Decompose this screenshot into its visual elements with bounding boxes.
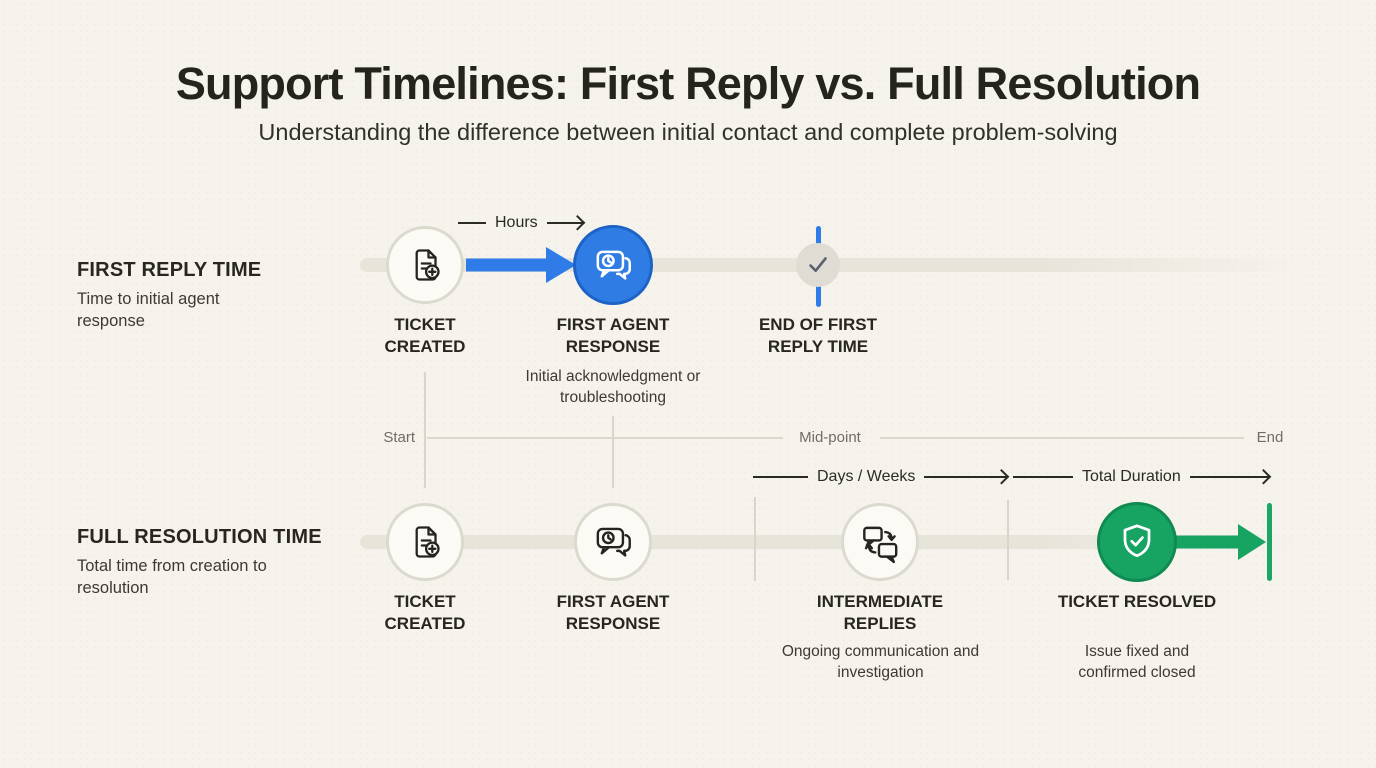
green-arrow-icon [1176,524,1266,560]
ticket-created-label: TICKET CREATED [384,592,466,634]
first-agent-response-label: FIRST AGENT RESPONSE [556,592,670,634]
full-resolution-time-description: Total time from creation to resolution [77,557,267,598]
dash-line [753,476,808,478]
total-duration-tick-line [1007,500,1009,580]
first-agent-response-node [573,225,653,305]
page-title: Support Timelines: First Reply vs. Full … [175,58,1201,109]
ticket-created-icon [403,243,447,287]
replies-exchange-icon [857,519,903,565]
dash-line [458,222,486,224]
intermediate-replies-node [841,503,919,581]
axis-line-left [427,437,783,439]
axis-start-label: Start [383,429,415,446]
days-weeks-duration-label: Days / Weeks [753,468,1008,486]
first-reply-time-description: Time to initial agent response [77,290,220,331]
page-subtitle: Understanding the difference between ini… [258,119,1118,145]
connector-line-first-response [612,416,614,488]
ticket-created-label: TICKET CREATED [384,315,466,357]
right-arrow-icon [924,476,1008,478]
first-agent-response-node [574,503,652,581]
first-agent-response-sublabel: Initial acknowledgment or troubleshootin… [525,368,701,406]
right-arrow-icon [1189,476,1270,478]
end-of-first-reply-marker [796,243,840,287]
intermediate-replies-label: INTERMEDIATE REPLIES [816,592,944,634]
ticket-resolved-node [1097,502,1177,582]
first-agent-response-label: FIRST AGENT RESPONSE [556,315,670,357]
end-of-first-reply-label: END OF FIRST REPLY TIME [758,315,878,357]
shield-check-icon [1114,519,1160,565]
days-weeks-duration-text: Days / Weeks [817,468,916,485]
dash-line [1013,476,1073,478]
intermediate-replies-sublabel: Ongoing communication and investigation [781,643,980,681]
axis-midpoint-label: Mid-point [799,429,861,446]
total-duration-text: Total Duration [1082,468,1181,485]
checkmark-icon [796,243,840,287]
blue-arrow-icon [466,247,576,283]
midpoint-tick-line [754,497,756,581]
ticket-resolved-sublabel: Issue fixed and confirmed closed [1078,643,1196,681]
full-resolution-time-heading: FULL RESOLUTION TIME [77,526,322,548]
total-duration-label: Total Duration [1013,468,1270,486]
right-arrow-icon [546,222,584,224]
connector-line-ticket-created [424,372,426,488]
chat-response-icon [590,242,636,288]
resolution-end-marker-line [1267,503,1272,581]
ticket-created-node [386,503,464,581]
first-reply-time-heading: FIRST REPLY TIME [77,259,262,281]
ticket-created-node [386,226,464,304]
ticket-created-icon [403,520,447,564]
ticket-resolved-label: TICKET RESOLVED [1057,592,1217,611]
axis-line-right [880,437,1244,439]
hours-duration-text: Hours [495,214,538,231]
axis-end-label: End [1256,429,1284,446]
chat-response-icon [590,519,636,565]
hours-duration-label: Hours [458,214,584,232]
